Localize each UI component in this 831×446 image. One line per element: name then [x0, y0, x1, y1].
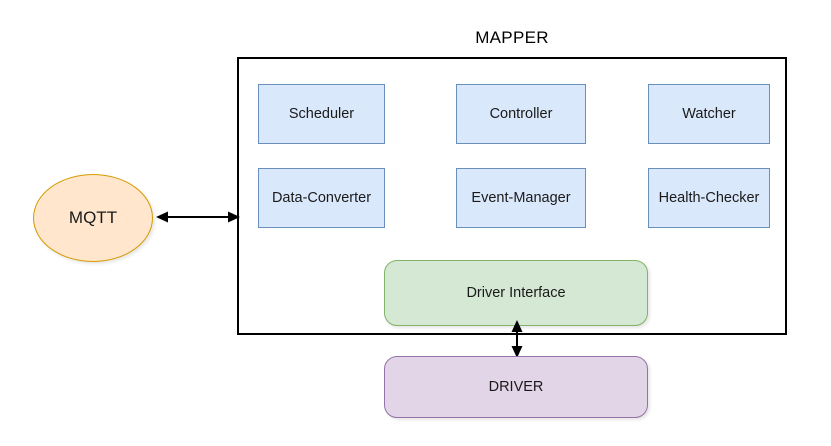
mqtt-node[interactable]: MQTT — [33, 174, 153, 262]
component-watcher[interactable]: Watcher — [648, 84, 770, 144]
driver-label: DRIVER — [488, 379, 544, 395]
component-label: Health-Checker — [658, 190, 760, 206]
mqtt-label: MQTT — [68, 208, 118, 227]
component-scheduler[interactable]: Scheduler — [258, 84, 385, 144]
component-event-manager[interactable]: Event-Manager — [456, 168, 586, 228]
component-label: Event-Manager — [471, 190, 571, 206]
mapper-container — [237, 57, 787, 335]
component-label: Data-Converter — [271, 190, 372, 206]
driver-interface-node[interactable]: Driver Interface — [384, 260, 648, 326]
component-controller[interactable]: Controller — [456, 84, 586, 144]
component-health-checker[interactable]: Health-Checker — [648, 168, 770, 228]
driver-node[interactable]: DRIVER — [384, 356, 648, 418]
component-data-converter[interactable]: Data-Converter — [258, 168, 385, 228]
driver-interface-label: Driver Interface — [466, 285, 566, 301]
component-label: Watcher — [682, 106, 736, 122]
component-label: Controller — [489, 106, 553, 122]
driver-interface-to-driver-arrow — [511, 320, 523, 358]
component-label: Scheduler — [288, 106, 355, 122]
mqtt-to-mapper-arrow — [156, 211, 240, 223]
mapper-title: MAPPER — [475, 28, 549, 47]
